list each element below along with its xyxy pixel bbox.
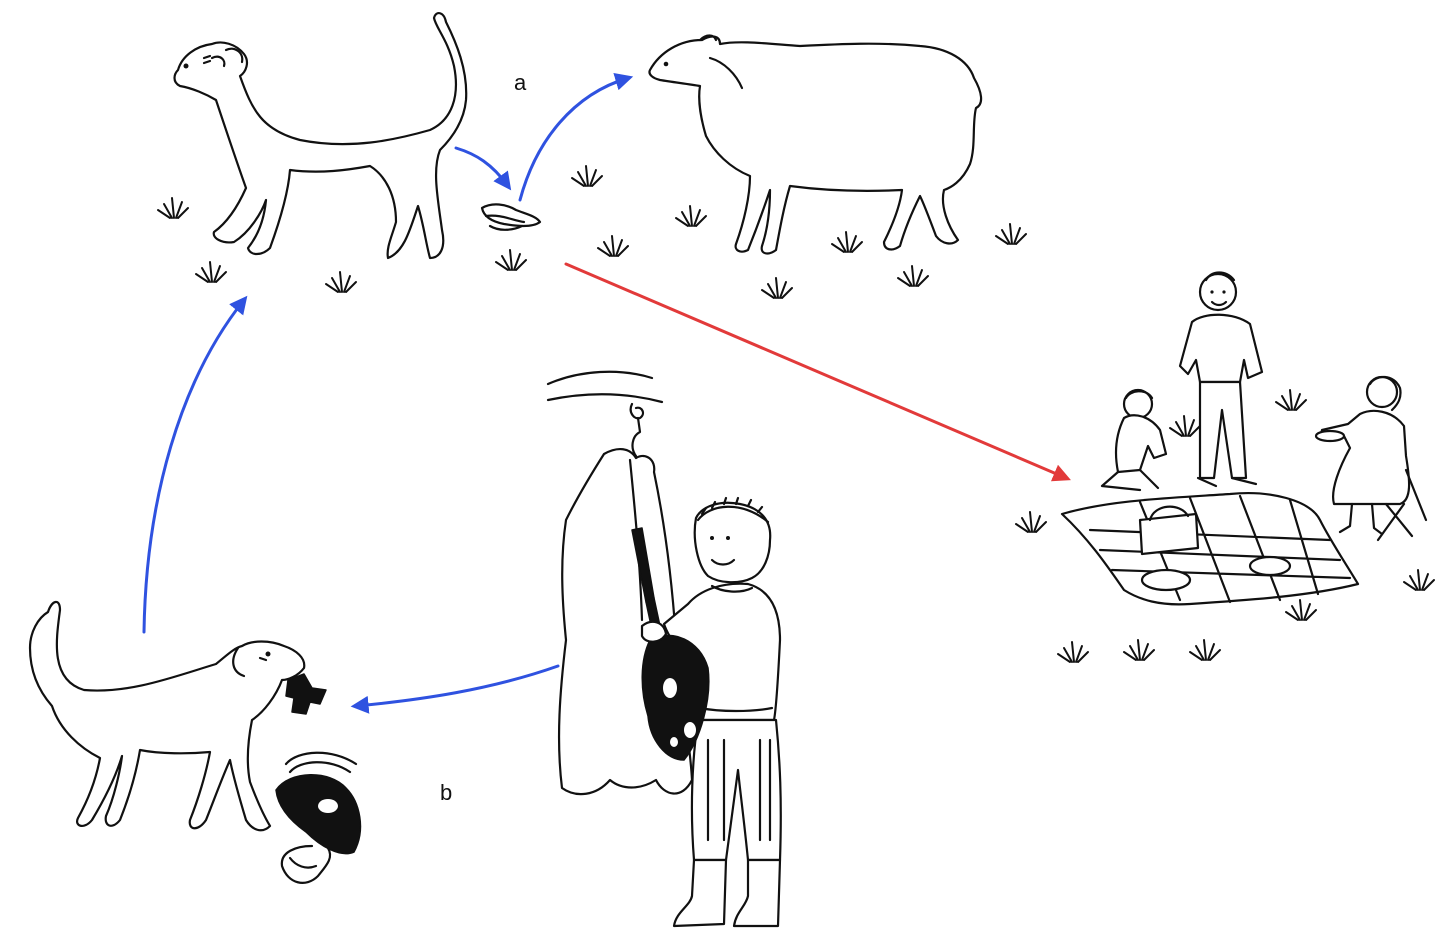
- sheep-icon: [649, 36, 981, 254]
- arrow-dog-to-dog: [144, 300, 244, 632]
- picnic-family-icon: [1062, 273, 1426, 605]
- dog-icon: [175, 13, 467, 258]
- label-a: a: [514, 70, 527, 95]
- dog-feces-icon: [482, 204, 540, 229]
- label-b: b: [440, 780, 452, 805]
- arrow-feces-to-sheep: [520, 78, 628, 200]
- arrow-dog-to-feces: [456, 148, 508, 186]
- arrow-offal-to-dog: [356, 666, 558, 706]
- dog-eating-offal-icon: [30, 602, 360, 883]
- arrow-feces-to-humans: [566, 264, 1066, 478]
